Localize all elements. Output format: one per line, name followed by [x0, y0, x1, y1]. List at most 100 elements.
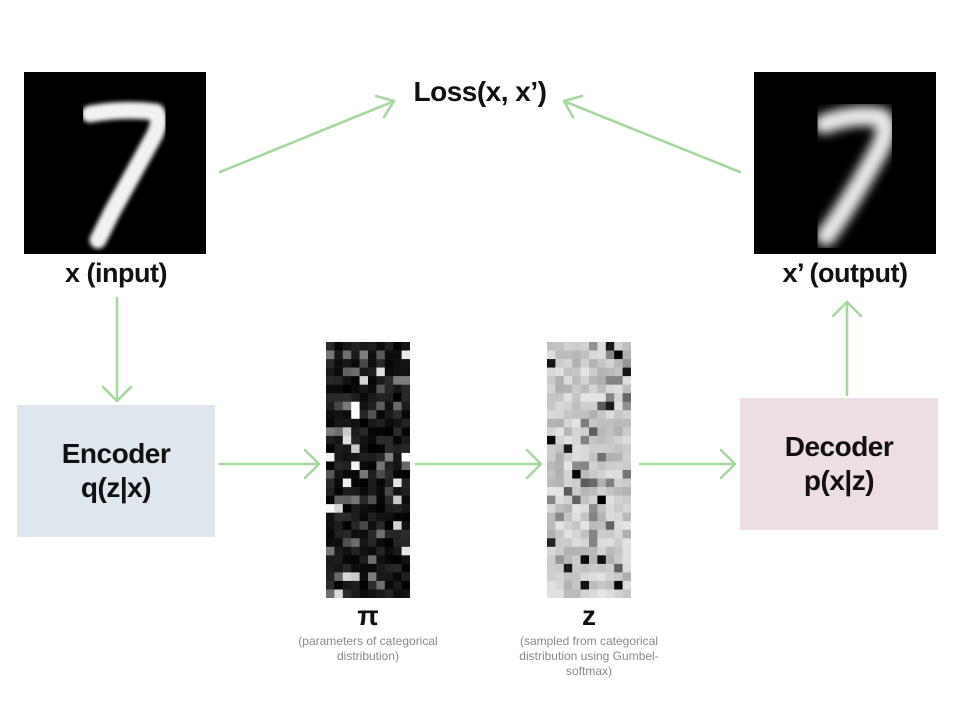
grid-cell	[376, 427, 386, 437]
grid-cell	[547, 342, 556, 351]
grid-cell	[614, 384, 623, 394]
grid-cell	[622, 410, 631, 420]
grid-cell	[368, 359, 377, 368]
grid-cell	[580, 367, 590, 377]
grid-cell	[342, 367, 352, 377]
grid-cell	[326, 342, 335, 351]
grid-cell	[326, 444, 335, 454]
grid-cell	[614, 495, 623, 505]
grid-cell	[334, 444, 344, 454]
grid-cell	[563, 376, 573, 385]
grid-cell	[605, 589, 615, 598]
grid-cell	[555, 350, 565, 360]
grid-cell	[368, 580, 377, 590]
grid-cell	[580, 393, 590, 403]
grid-cell	[351, 401, 360, 411]
grid-cell	[605, 538, 615, 548]
grid-cell	[555, 487, 565, 496]
grid-cell	[555, 461, 565, 471]
grid-cell	[393, 538, 402, 548]
grid-cell	[563, 478, 573, 488]
grid-cell	[393, 504, 402, 513]
grid-cell	[555, 427, 565, 437]
grid-cell	[547, 401, 556, 411]
grid-cell	[572, 435, 581, 445]
grid-cell	[359, 563, 369, 573]
grid-cell	[547, 589, 556, 598]
grid-cell	[376, 487, 386, 496]
grid-cell	[384, 452, 394, 462]
grid-cell	[580, 512, 590, 522]
grid-cell	[572, 384, 581, 394]
grid-cell	[359, 444, 369, 454]
grid-cell	[622, 401, 631, 411]
grid-cell	[376, 563, 386, 573]
grid-cell	[342, 418, 352, 428]
grid-cell	[393, 512, 402, 522]
grid-cell	[580, 580, 590, 590]
grid-cell	[589, 538, 598, 548]
grid-cell	[393, 452, 402, 462]
grid-cell	[359, 342, 369, 351]
grid-cell	[401, 538, 410, 548]
grid-cell	[376, 555, 386, 565]
z-symbol: z	[582, 600, 596, 631]
grid-cell	[393, 418, 402, 428]
grid-cell	[555, 376, 565, 385]
grid-cell	[334, 504, 344, 513]
grid-cell	[368, 384, 377, 394]
grid-cell	[351, 342, 360, 351]
grid-cell	[351, 495, 360, 505]
grid-cell	[384, 512, 394, 522]
grid-cell	[622, 444, 631, 454]
grid-cell	[384, 572, 394, 582]
grid-cell	[597, 410, 607, 420]
grid-cell	[605, 529, 615, 539]
grid-cell	[376, 350, 386, 360]
grid-cell	[589, 401, 598, 411]
grid-cell	[376, 401, 386, 411]
grid-cell	[393, 461, 402, 471]
grid-cell	[555, 521, 565, 531]
grid-cell	[334, 410, 344, 420]
grid-cell	[589, 555, 598, 565]
grid-cell	[597, 461, 607, 471]
grid-cell	[622, 342, 631, 351]
grid-cell	[589, 376, 598, 385]
grid-cell	[384, 359, 394, 368]
grid-cell	[359, 478, 369, 488]
grid-cell	[563, 512, 573, 522]
grid-cell	[605, 410, 615, 420]
grid-cell	[547, 410, 556, 420]
grid-cell	[384, 384, 394, 394]
grid-cell	[589, 359, 598, 368]
grid-cell	[555, 563, 565, 573]
grid-cell	[359, 521, 369, 531]
grid-cell	[605, 384, 615, 394]
grid-cell	[334, 376, 344, 385]
grid-cell	[342, 580, 352, 590]
grid-cell	[555, 393, 565, 403]
grid-cell	[597, 452, 607, 462]
grid-cell	[393, 367, 402, 377]
grid-cell	[368, 418, 377, 428]
grid-cell	[401, 393, 410, 403]
grid-cell	[563, 427, 573, 437]
grid-cell	[326, 487, 335, 496]
grid-cell	[589, 521, 598, 531]
z-caption-line: (sampled from categorical	[519, 634, 659, 648]
grid-cell	[605, 393, 615, 403]
grid-cell	[572, 538, 581, 548]
grid-cell	[359, 580, 369, 590]
grid-cell	[359, 470, 369, 479]
grid-cell	[401, 401, 410, 411]
grid-cell	[376, 495, 386, 505]
grid-cell	[368, 410, 377, 420]
grid-cell	[605, 555, 615, 565]
grid-cell	[326, 350, 335, 360]
grid-cell	[589, 350, 598, 360]
grid-cell	[589, 470, 598, 479]
grid-cell	[580, 495, 590, 505]
grid-cell	[334, 512, 344, 522]
grid-cell	[589, 393, 598, 403]
